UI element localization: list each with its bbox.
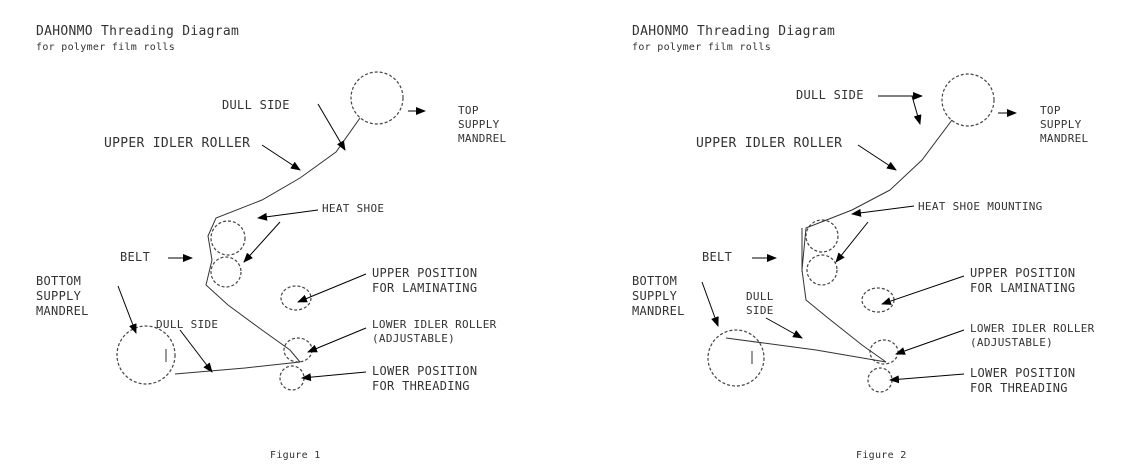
lower-roller-shape — [806, 254, 838, 286]
upper-position-shape — [280, 285, 312, 311]
label-top-supply-line2: SUPPLY — [1040, 118, 1082, 131]
label-lower-position-line2: FOR THREADING — [970, 381, 1068, 395]
label-bottom-supply-line2: SUPPLY — [36, 289, 82, 303]
film-path-top — [801, 119, 953, 363]
label-bottom-supply-mandrel: BOTTOM SUPPLY MANDREL — [36, 274, 89, 319]
label-dull-side: DULL SIDE — [222, 98, 290, 112]
arrow-dull-side — [317, 103, 346, 151]
arrow-bottom-mandrel — [117, 285, 137, 334]
arrow-heat-shoe-1 — [851, 205, 915, 217]
label-lower-idler-line2: (ADJUSTABLE) — [970, 336, 1054, 349]
label-top-supply-line3: MANDREL — [458, 132, 507, 145]
arrow-heat-shoe-1 — [257, 209, 319, 221]
upper-roller-shape — [210, 220, 246, 256]
film-path-bottom — [174, 361, 301, 375]
arrow-upper-position — [297, 273, 367, 303]
figure-1-panel: DAHONMO Threading Diagram for polymer fi… — [36, 24, 506, 461]
label-heat-shoe: HEAT SHOE — [322, 202, 385, 215]
label-upper-position: UPPER POSITION FOR LAMINATING — [372, 266, 477, 296]
label-top-supply-line2: SUPPLY — [458, 118, 500, 131]
arrow-lower-idler — [895, 329, 965, 355]
label-lower-idler-roller: LOWER IDLER ROLLER (ADJUSTABLE) — [970, 322, 1095, 350]
label-lower-idler-line1: LOWER IDLER ROLLER — [372, 318, 497, 331]
label-top-supply-mandrel: TOP SUPPLY MANDREL — [1040, 104, 1088, 146]
label-bottom-supply-line1: BOTTOM — [632, 274, 678, 288]
figure-subtitle: for polymer film rolls — [36, 42, 176, 53]
label-upper-position-line2: FOR LAMINATING — [372, 281, 478, 295]
label-top-supply-line3: MANDREL — [1040, 132, 1089, 145]
label-belt: BELT — [120, 250, 151, 264]
label-top-supply-line1: TOP — [1040, 104, 1061, 117]
film-path-bottom — [725, 337, 887, 363]
figure-caption: Figure 2 — [856, 450, 907, 461]
lower-position-shape — [867, 367, 893, 393]
figure-title: DAHONMO Threading Diagram — [36, 24, 240, 39]
label-upper-idler-roller: UPPER IDLER ROLLER — [696, 136, 843, 151]
arrow-upper-idler — [857, 144, 897, 171]
label-upper-position-line1: UPPER POSITION — [970, 266, 1076, 280]
figure-1-diagram — [116, 71, 426, 391]
top-supply-mandrel-shape — [350, 71, 404, 125]
label-lower-position: LOWER POSITION FOR THREADING — [970, 366, 1075, 396]
figure-2-panel: DAHONMO Threading Diagram for polymer fi… — [566, 0, 1132, 468]
arrow-lower-position — [889, 373, 965, 384]
figure-2-diagram — [701, 73, 1017, 393]
top-supply-mandrel-shape — [941, 73, 995, 127]
bottom-supply-mandrel-shape — [707, 329, 765, 387]
arrow-dull-side — [911, 95, 922, 125]
label-bottom-supply-line1: BOTTOM — [36, 274, 82, 288]
label-top-supply-line1: TOP — [458, 104, 479, 117]
arrow-lower-position — [301, 371, 367, 382]
label-lower-position-line1: LOWER POSITION — [970, 366, 1076, 380]
label-bottom-supply-line2: SUPPLY — [632, 289, 678, 303]
upper-roller-shape — [805, 219, 839, 253]
figure-subtitle: for polymer film rolls — [632, 42, 772, 53]
arrow-dull-side-2 — [765, 317, 803, 339]
arrow-heat-shoe-2 — [243, 221, 281, 263]
lower-idler-shape — [283, 337, 313, 363]
figure-title: DAHONMO Threading Diagram — [632, 24, 836, 39]
label-belt: BELT — [702, 250, 733, 264]
label-lower-position: LOWER POSITION FOR THREADING — [372, 364, 477, 394]
label-bottom-supply-line3: MANDREL — [36, 304, 89, 318]
lower-roller-shape — [210, 256, 242, 288]
label-bottom-supply-line3: MANDREL — [632, 304, 685, 318]
label-lower-idler-line2: (ADJUSTABLE) — [372, 332, 456, 345]
label-bottom-supply-mandrel: BOTTOM SUPPLY MANDREL — [632, 274, 685, 319]
arrow-lower-idler — [307, 327, 367, 353]
arrow-upper-position — [881, 275, 965, 305]
bottom-supply-mandrel-shape — [116, 325, 176, 385]
lower-position-shape — [279, 365, 305, 391]
label-upper-position-line2: FOR LAMINATING — [970, 281, 1076, 295]
label-lower-position-line1: LOWER POSITION — [372, 364, 478, 378]
upper-position-shape — [861, 287, 895, 313]
label-dull-side: DULL SIDE — [796, 88, 864, 102]
arrow-heat-shoe-2 — [835, 221, 869, 263]
label-lower-idler-line1: LOWER IDLER ROLLER — [970, 322, 1095, 335]
label-upper-idler-roller: UPPER IDLER ROLLER — [104, 136, 251, 151]
label-lower-position-line2: FOR THREADING — [372, 379, 470, 393]
arrow-upper-idler — [261, 144, 301, 171]
figure-caption: Figure 1 — [270, 450, 321, 461]
label-dull-side-2-line2: SIDE — [746, 304, 774, 317]
label-heat-shoe: HEAT SHOE MOUNTING — [918, 200, 1043, 213]
label-top-supply-mandrel: TOP SUPPLY MANDREL — [458, 104, 506, 146]
label-dull-side-2-line1: DULL — [746, 290, 774, 303]
label-upper-position-line1: UPPER POSITION — [372, 266, 478, 280]
arrow-bottom-mandrel — [701, 281, 719, 327]
label-lower-idler-roller: LOWER IDLER ROLLER (ADJUSTABLE) — [372, 318, 497, 346]
arrow-dull-side-2 — [179, 329, 213, 373]
film-path-top — [205, 117, 361, 363]
label-upper-position: UPPER POSITION FOR LAMINATING — [970, 266, 1075, 296]
label-dull-side-2: DULL SIDE — [156, 318, 219, 331]
label-dull-side-2: DULL SIDE — [746, 290, 774, 318]
